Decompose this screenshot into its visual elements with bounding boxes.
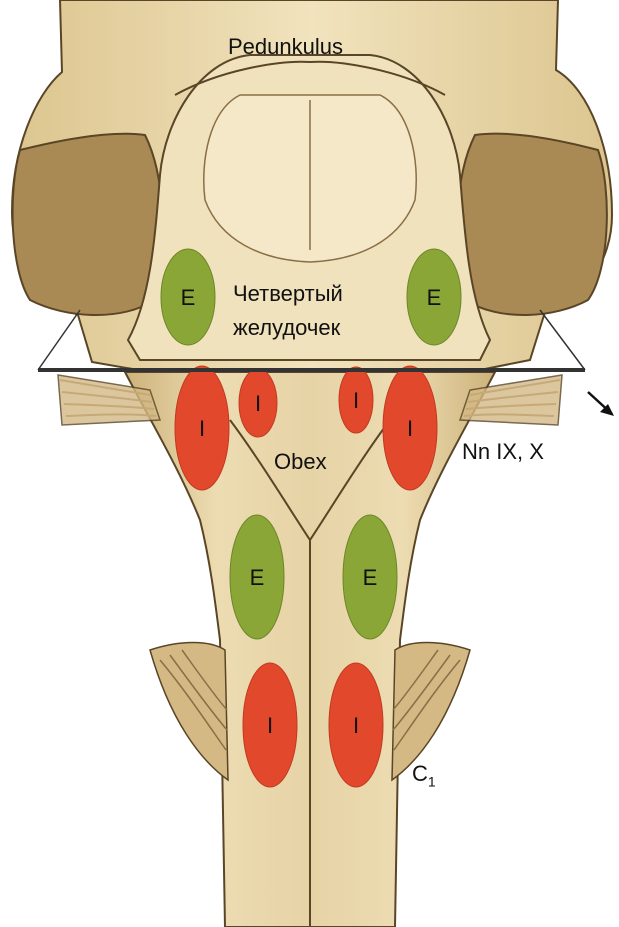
inhibitory-zone-inner-left: I (239, 369, 277, 437)
c1-label-subscript: 1 (428, 773, 436, 789)
nerves-ix-x-label: Nn IX, X (462, 441, 544, 463)
obex-label: Obex (274, 451, 327, 473)
excitatory-zone-upper-right: E (407, 249, 461, 345)
zone-letter-e: E (181, 285, 196, 310)
inhibitory-zone-outer-right: I (383, 366, 437, 490)
inhibitory-zone-inner-right: I (339, 367, 373, 433)
excitatory-zone-upper-left: E (161, 249, 215, 345)
excitatory-zone-lower-left: E (230, 515, 284, 639)
zone-letter-i: I (255, 391, 261, 416)
zone-letter-i: I (199, 416, 205, 441)
zone-letter-e: E (427, 285, 442, 310)
inhibitory-zone-lower-left: I (243, 663, 297, 787)
pedunculus-label: Pedunkulus (228, 36, 343, 58)
fourth-ventricle-label-line2: желудочек (233, 317, 340, 339)
c1-label-main: C (412, 761, 428, 786)
fourth-ventricle-label-line1: Четвертый (233, 283, 343, 305)
c1-label: C1 (412, 763, 436, 788)
zone-letter-i: I (267, 713, 273, 738)
zone-letter-e: E (363, 565, 378, 590)
left-peduncle-cut (13, 134, 163, 315)
right-peduncle-cut (457, 134, 607, 315)
zone-letter-i: I (353, 388, 359, 413)
zone-letter-i: I (407, 416, 413, 441)
inhibitory-zone-outer-left: I (175, 366, 229, 490)
excitatory-zone-lower-right: E (343, 515, 397, 639)
inhibitory-zone-lower-right: I (329, 663, 383, 787)
zone-letter-e: E (250, 565, 265, 590)
arrow-icon (588, 392, 614, 416)
zone-letter-i: I (353, 713, 359, 738)
